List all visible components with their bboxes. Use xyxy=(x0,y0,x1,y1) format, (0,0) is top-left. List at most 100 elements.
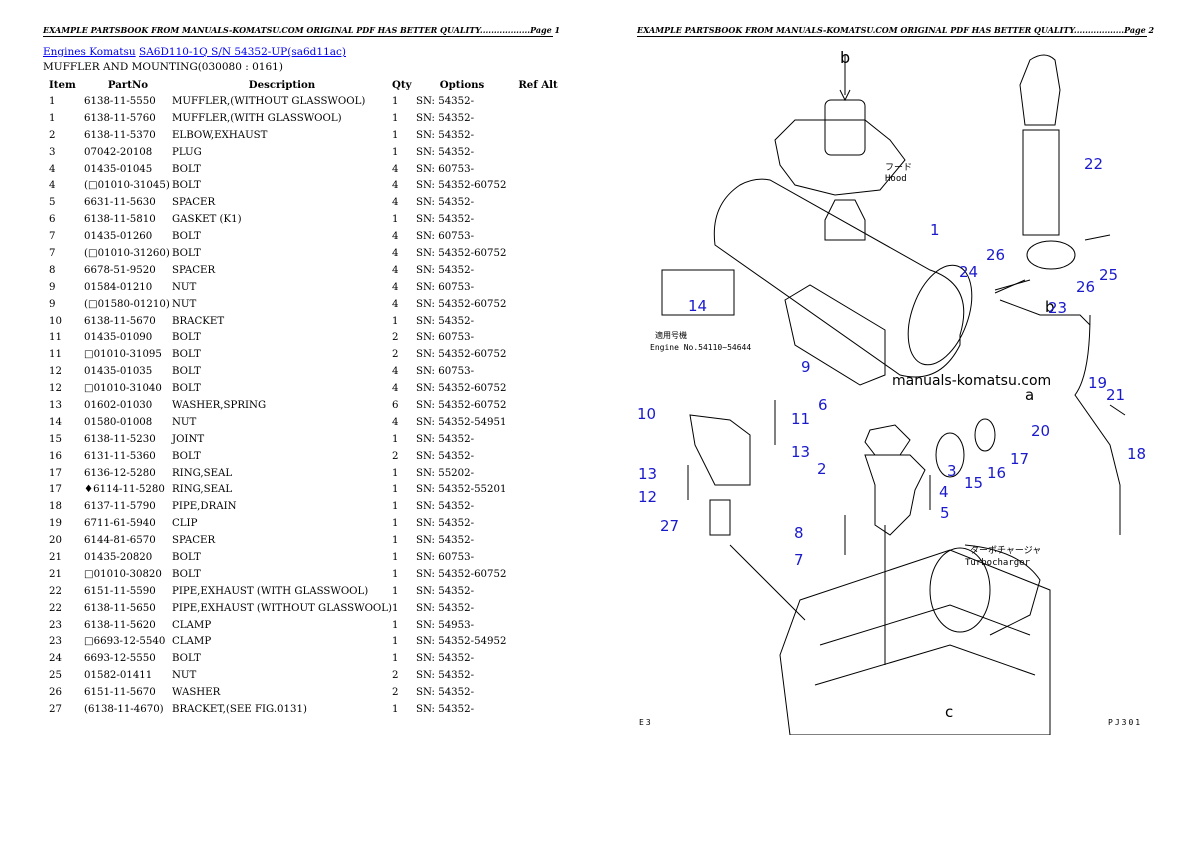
column-header-options: Options xyxy=(439,78,485,91)
cell-description: MUFFLER,(WITH GLASSWOOL) xyxy=(172,112,342,124)
cell-ref-alt xyxy=(508,634,568,651)
cell-qty: 4 xyxy=(392,247,399,259)
cell-description: WASHER,SPRING xyxy=(172,399,267,411)
cell-options: SN: 54352- xyxy=(416,585,475,597)
callout-14: 14 xyxy=(688,297,707,315)
muffler-outlet xyxy=(824,199,866,241)
cell-partno: 01435-01260 xyxy=(84,231,153,243)
callout-23: 23 xyxy=(1048,299,1067,317)
cell-description: RING,SEAL xyxy=(172,484,233,496)
cell-qty: 1 xyxy=(392,315,399,327)
cell-options: SN: 54352- xyxy=(416,704,475,715)
cell-qty: 1 xyxy=(392,704,399,715)
cell-options: SN: 54352- xyxy=(416,214,475,226)
cell-qty: 4 xyxy=(392,163,399,175)
cell-options: SN: 54352- xyxy=(416,670,475,682)
cell-item: 24 xyxy=(49,653,62,665)
callout-17: 17 xyxy=(1010,450,1029,468)
cell-options: SN: 54352- xyxy=(416,501,475,513)
cell-description: NUT xyxy=(172,298,197,310)
cell-item: 25 xyxy=(49,670,62,682)
callout-13: 13 xyxy=(638,465,657,483)
cell-options: SN: 54352- xyxy=(416,146,475,158)
breadcrumb: Engines Komatsu SA6D110-1Q S/N 54352-UP(… xyxy=(43,46,346,58)
drain-pipe xyxy=(1074,314,1121,535)
cell-ref-alt xyxy=(508,532,568,549)
cell-qty: 2 xyxy=(392,687,399,699)
cell-partno: 6138-11-5550 xyxy=(84,95,156,107)
cell-options: SN: 54352- xyxy=(416,602,475,614)
cell-partno: □01010-31040 xyxy=(84,383,162,395)
cell-ref-alt xyxy=(508,583,568,600)
bracket-27 xyxy=(709,499,731,536)
cell-item: 9 xyxy=(49,298,56,310)
cell-description: BOLT xyxy=(172,653,201,665)
cell-description: BOLT xyxy=(172,366,201,378)
column-header-partno: PartNo xyxy=(107,78,149,91)
cell-description: MUFFLER,(WITHOUT GLASSWOOL) xyxy=(172,95,366,107)
cell-description: BOLT xyxy=(172,247,201,259)
cell-options: SN: 54352- xyxy=(416,112,475,124)
cell-description: BOLT xyxy=(172,568,201,580)
breadcrumb-link-engines[interactable]: Engines Komatsu xyxy=(43,46,136,58)
callout-3: 3 xyxy=(947,462,957,480)
cell-partno: 6138-11-5810 xyxy=(84,214,156,226)
ref-letter-a: a xyxy=(1025,386,1034,404)
cell-description: NUT xyxy=(172,670,197,682)
cell-options: SN: 54352- xyxy=(416,315,475,327)
cell-partno: 01602-01030 xyxy=(84,399,153,411)
cell-ref-alt xyxy=(508,262,568,279)
cell-partno: 6711-61-5940 xyxy=(84,518,156,530)
breadcrumb-link-model[interactable]: SA6D110-1Q S/N 54352-UP(sa6d11ac) xyxy=(139,46,346,58)
exhaust-elbow xyxy=(864,454,926,536)
cell-partno: 6138-11-5620 xyxy=(84,619,156,631)
turbocharger-housing xyxy=(929,547,991,633)
cell-options: SN: 55202- xyxy=(416,467,475,479)
cell-item: 14 xyxy=(49,416,62,428)
cell-partno: □01010-31095 xyxy=(84,349,162,361)
exhaust-pipe xyxy=(1022,129,1060,236)
hood-label-en: Hood xyxy=(885,174,907,184)
cell-options: SN: 54352- xyxy=(416,95,475,107)
cell-qty: 4 xyxy=(392,298,399,310)
cell-options: SN: 60753- xyxy=(416,231,475,243)
cell-description: SPACER xyxy=(172,264,216,276)
callout-11: 11 xyxy=(791,410,810,428)
cell-qty: 4 xyxy=(392,264,399,276)
cell-description: BOLT xyxy=(172,551,201,563)
joint xyxy=(935,432,965,478)
cell-ref-alt xyxy=(508,313,568,330)
cell-item: 13 xyxy=(49,399,62,411)
cell-item: 17 xyxy=(49,484,62,496)
hood-label-jp: フード xyxy=(885,163,912,173)
exhaust-pipe-top xyxy=(1019,54,1061,126)
cell-ref-alt xyxy=(508,684,568,701)
cell-options: SN: 54352- xyxy=(416,687,475,699)
cell-item: 12 xyxy=(49,366,62,378)
cell-description: ELBOW,EXHAUST xyxy=(172,129,268,141)
cell-qty: 2 xyxy=(392,332,399,344)
cell-partno: 6138-11-5670 xyxy=(84,315,156,327)
cell-qty: 4 xyxy=(392,383,399,395)
muffler-bracket xyxy=(784,284,886,386)
cell-qty: 6 xyxy=(392,399,399,411)
callout-27: 27 xyxy=(660,517,679,535)
column-header-qty: Qty xyxy=(392,78,412,91)
callout-18: 18 xyxy=(1127,445,1146,463)
cell-description: NUT xyxy=(172,416,197,428)
cell-ref-alt xyxy=(508,481,568,498)
cell-options: SN: 54352- xyxy=(416,197,475,209)
